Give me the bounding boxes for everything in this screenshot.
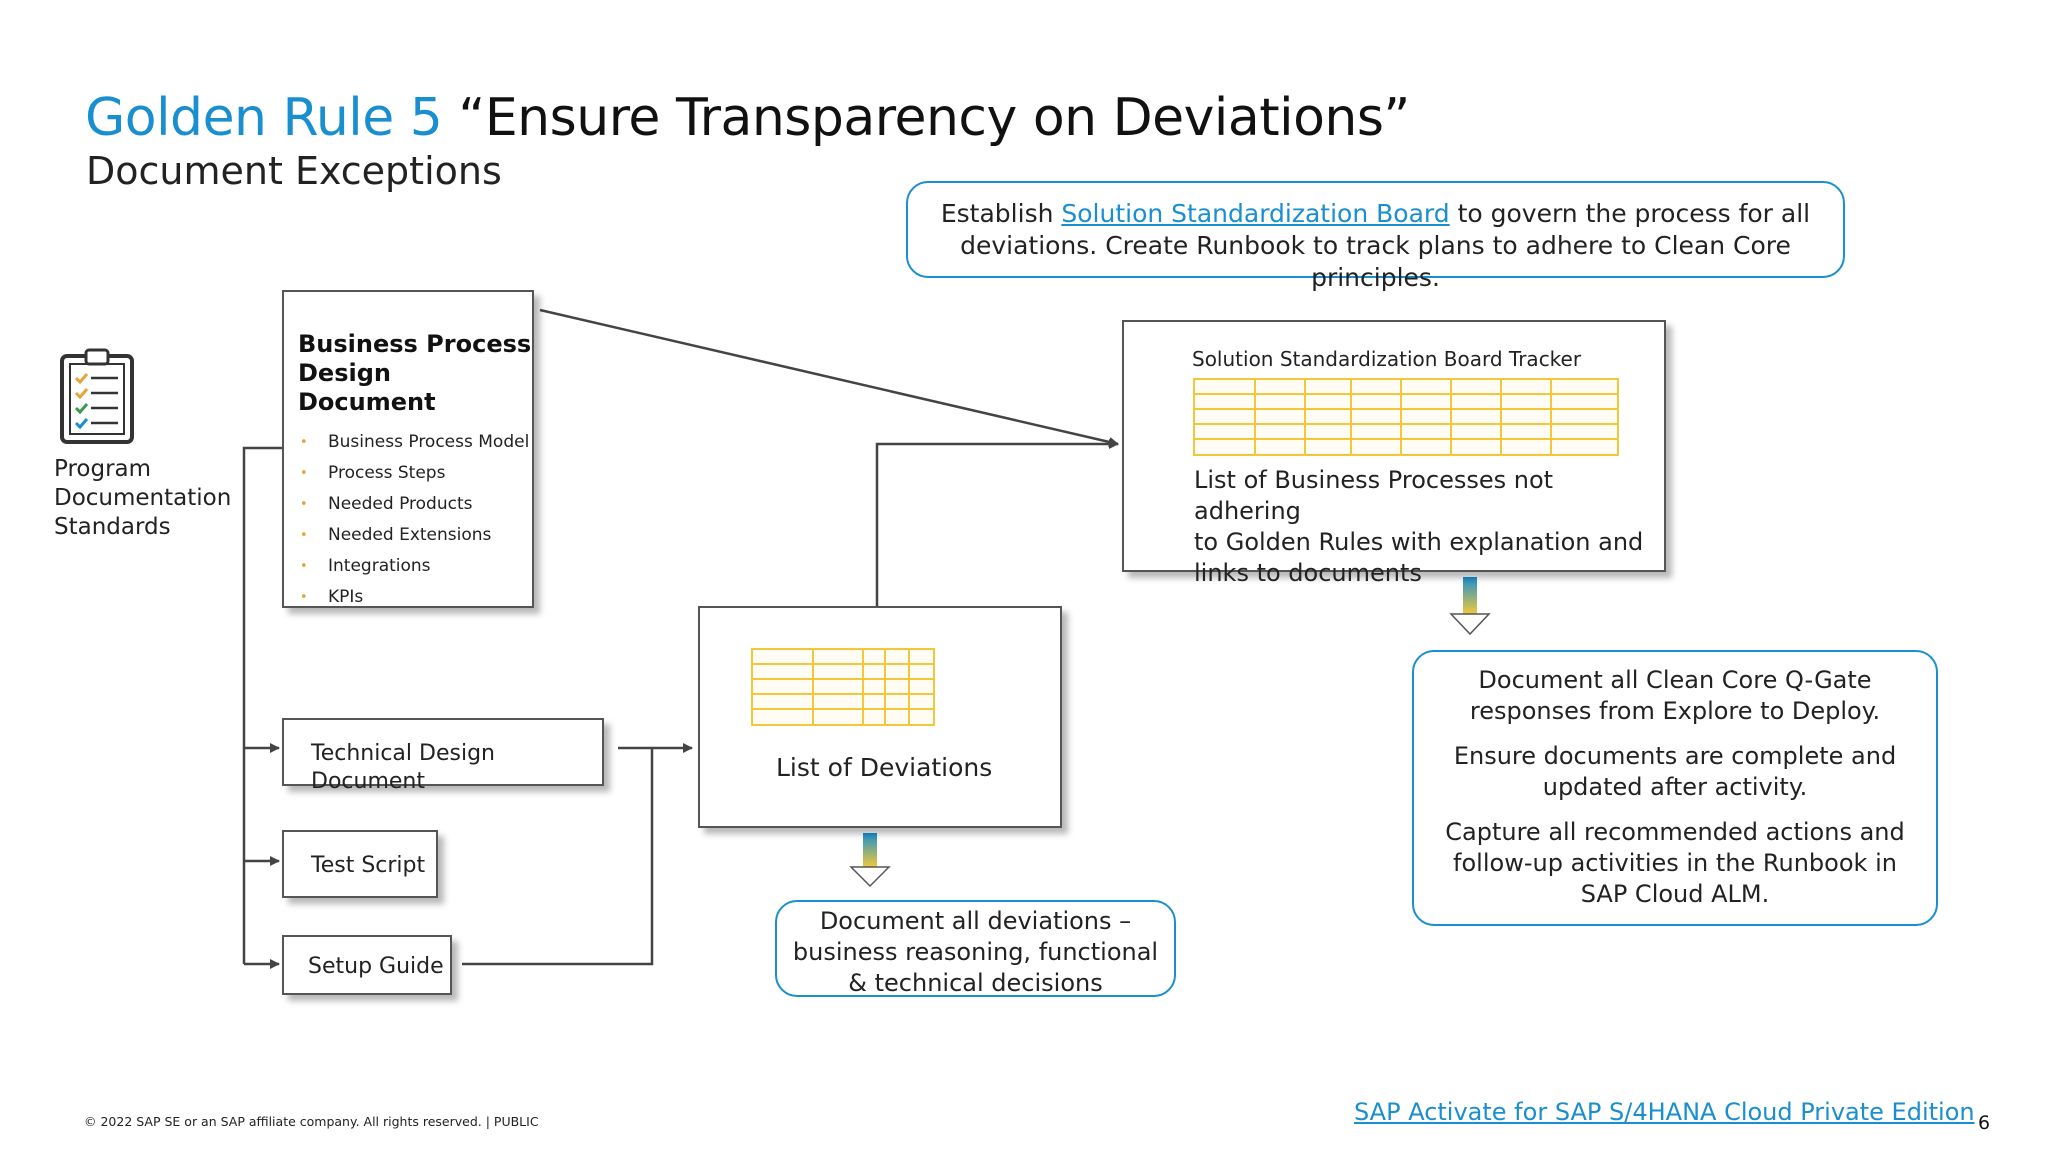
board-tracker-description: List of Business Processes not adhering … <box>1194 466 1644 587</box>
copyright-text: © 2022 SAP SE or an SAP affiliate compan… <box>84 1114 539 1129</box>
rule-quote: “Ensure Transparency on Deviations” <box>458 88 1410 148</box>
page-title: Golden Rule 5 “Ensure Transparency on De… <box>85 86 1410 150</box>
clipboard-checklist-icon <box>58 348 136 446</box>
board-tracker-box: Solution Standardization Board Tracker L… <box>1122 320 1666 587</box>
qgate-callout: Document all Clean Core Q-Gate responses… <box>1412 650 1938 926</box>
page-number: 6 <box>1978 1112 1991 1134</box>
list-item: Needed Extensions <box>298 520 532 551</box>
board-tracker-title: Solution Standardization Board Tracker <box>1192 347 1582 371</box>
deviations-callout: Document all deviations – business reaso… <box>775 900 1176 997</box>
solution-standardization-board-link[interactable]: Solution Standardization Board <box>1061 199 1450 228</box>
qgate-callout-p3: Capture all recommended actions and foll… <box>1445 818 1905 908</box>
setup-to-deviations-line <box>462 748 654 966</box>
list-of-deviations-box: List of Deviations <box>698 606 1062 828</box>
rule-label: Golden Rule 5 <box>85 88 443 148</box>
test-script-box: Test Script <box>282 830 438 898</box>
sap-activate-link[interactable]: SAP Activate for SAP S/4HANA Cloud Priva… <box>1354 1098 1975 1126</box>
bp-design-document-title: Business Process Design Document <box>298 330 532 416</box>
program-bracket <box>242 446 282 969</box>
program-documentation-standards-label: Program Documentation Standards <box>54 456 232 540</box>
qgate-callout-p1: Document all Clean Core Q-Gate responses… <box>1469 666 1881 725</box>
bp-to-tracker-arrow <box>539 308 1119 447</box>
bp-design-document-items: Business Process Model Process Steps Nee… <box>298 427 532 613</box>
list-item: Process Steps <box>298 458 532 489</box>
list-of-deviations-label: List of Deviations <box>776 753 993 782</box>
setup-guide-box: Setup Guide <box>282 935 452 995</box>
page-subtitle: Document Exceptions <box>86 149 502 193</box>
bp-design-document-box: Business Process Design Document Busines… <box>282 290 534 613</box>
list-item: Integrations <box>298 551 532 582</box>
board-callout: Establish Solution Standardization Board… <box>906 181 1845 292</box>
list-item: Business Process Model <box>298 427 532 458</box>
list-item: Needed Products <box>298 489 532 520</box>
tracker-grid-icon <box>1193 378 1619 456</box>
tracker-down-arrow <box>1449 577 1491 636</box>
list-item: KPIs <box>298 582 532 613</box>
qgate-callout-p2: Ensure documents are complete and update… <box>1453 742 1897 801</box>
technical-design-document-box: Technical Design Document <box>282 718 604 794</box>
deviations-grid-icon <box>751 648 935 726</box>
deviations-to-tracker-arrow <box>875 439 1119 606</box>
deviation-down-arrow <box>849 833 891 888</box>
